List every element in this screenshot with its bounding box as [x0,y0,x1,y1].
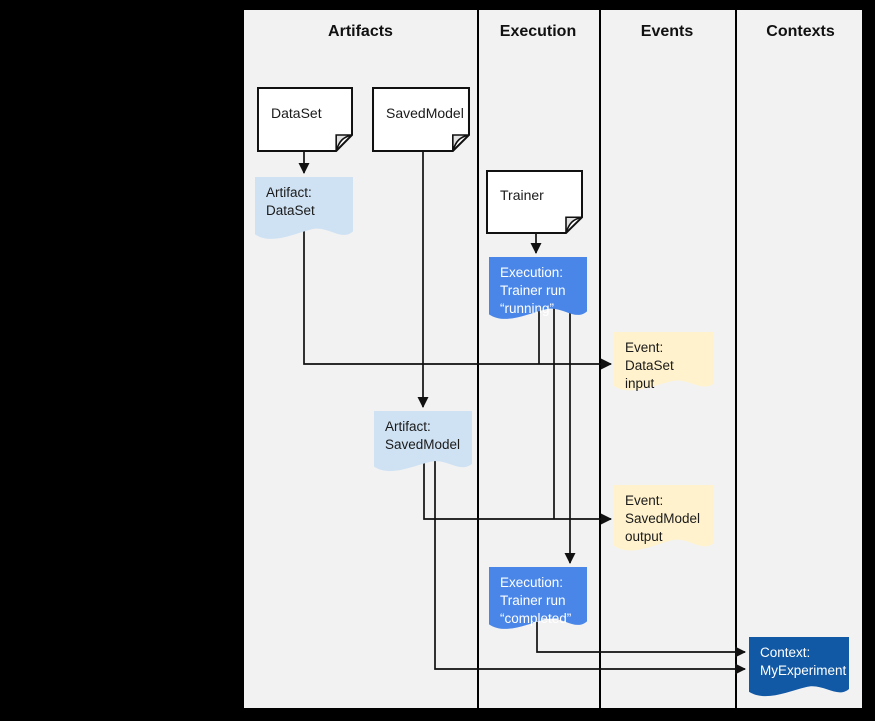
node-label: Context: MyExperiment [760,645,847,678]
node-label: Trainer [500,187,544,203]
note-shape-icon [614,332,714,391]
node-event-savedmodel-output: Event: SavedModel output [614,485,714,557]
lane-divider [735,10,737,708]
lane-header-contexts: Contexts [766,23,835,40]
node-dataset: DataSet [257,87,353,152]
node-label: Execution: Trainer run “completed” [500,575,572,626]
lane-header-events: Events [640,23,694,40]
node-label: Artifact: SavedModel [385,419,461,452]
node-label: Execution: Trainer run “running” [500,265,566,316]
node-label: Event: SavedModel output [625,493,701,544]
node-savedmodel: SavedModel [372,87,470,152]
node-label: SavedModel [386,104,464,121]
node-event-dataset-input: Event: DataSet input [614,332,714,396]
node-artifact-savedmodel: Artifact: SavedModel [374,411,472,477]
note-shape-icon [255,177,353,239]
node-label: Event: DataSet input [625,340,674,391]
node-execution-running: Execution: Trainer run “running” [489,257,587,325]
document-shape-icon [486,170,583,234]
node-context-myexperiment: Context: MyExperiment [749,637,849,702]
node-label: DataSet [271,104,322,121]
lane-header-execution: Execution [499,23,577,40]
node-label: Artifact: DataSet [266,185,315,218]
swimlane-diagram: Artifacts Execution Events Contexts [242,8,864,710]
lane-divider [599,10,601,708]
document-shape-icon [257,87,353,152]
node-artifact-dataset: Artifact: DataSet [255,177,353,245]
node-execution-completed: Execution: Trainer run “completed” [489,567,587,635]
note-shape-icon [749,637,849,697]
document-shape-icon [372,87,470,152]
lane-header-artifacts: Artifacts [328,23,393,40]
node-trainer: Trainer [486,170,583,234]
lane-divider [477,10,479,708]
